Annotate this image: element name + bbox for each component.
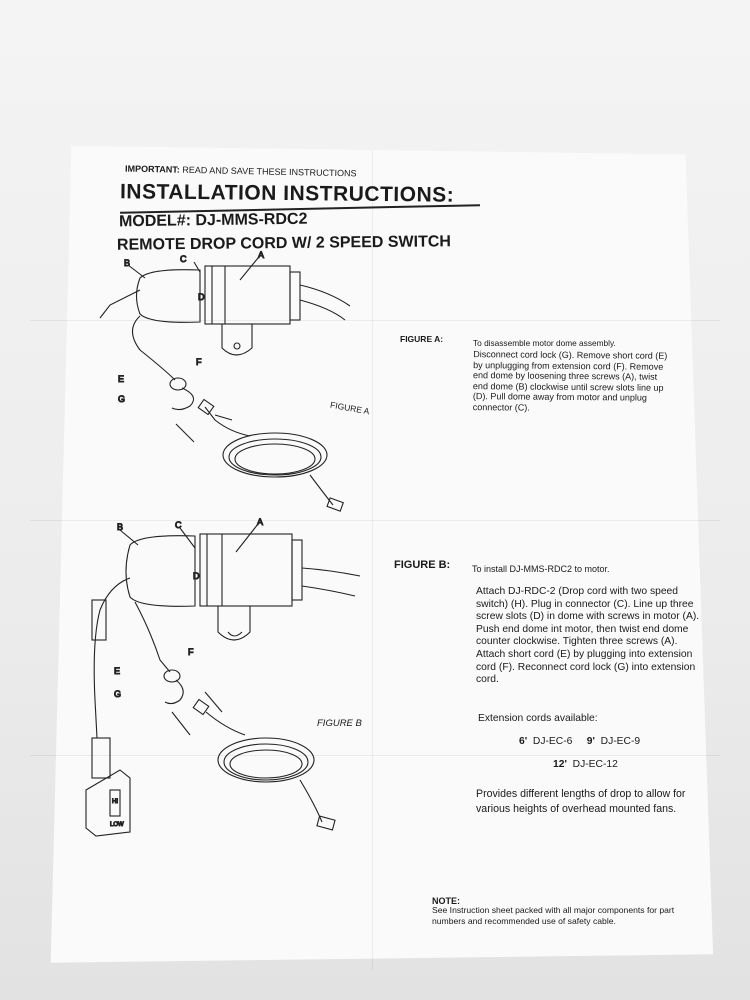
- motor-mount-bracket: [217, 606, 251, 641]
- extension-cords-row-1: 6' DJ-EC-6 9' DJ-EC-9: [519, 736, 641, 747]
- extension-plug: [316, 815, 336, 831]
- motor-shaft-cord: [299, 284, 351, 321]
- part-label-a: A: [258, 250, 264, 260]
- part-label-d: D: [193, 571, 200, 581]
- fold-line: [30, 755, 720, 756]
- figure-b-description: To install DJ-MMS-RDC2 to motor.: [472, 564, 610, 574]
- coiled-extension-cord: [222, 432, 328, 478]
- figure-b-label: FIGURE B:: [394, 559, 451, 571]
- short-cord-b: [134, 601, 171, 673]
- arrow: [171, 711, 191, 736]
- arrow: [204, 691, 223, 713]
- part-label-e: E: [114, 666, 120, 676]
- cord-lock-clip: [171, 387, 195, 411]
- fold-line: [30, 320, 720, 321]
- plug-connector: [163, 669, 181, 683]
- instruction-sheet: [50, 145, 714, 963]
- figure-a-label: FIGURE A:: [400, 334, 444, 344]
- figure-a-drawing: [99, 257, 351, 512]
- motor-body: [199, 533, 293, 607]
- extension-cord-end: [204, 406, 251, 437]
- drop-cord: [93, 577, 131, 739]
- short-cord-a: [131, 315, 176, 381]
- motor-shaft-cord: [301, 567, 361, 597]
- part-label-d: D: [198, 292, 205, 302]
- extension-cords-title: Extension cords available:: [478, 713, 598, 724]
- part-label-b: B: [124, 258, 130, 268]
- switch-label-hi: HI: [112, 799, 118, 805]
- fold-line: [372, 150, 373, 970]
- part-label-g: G: [114, 689, 121, 699]
- motor-mount-bracket: [221, 324, 253, 356]
- part-label-b: B: [117, 522, 123, 532]
- extension-cord-end: [205, 711, 246, 736]
- extension-plug: [326, 497, 344, 512]
- figure-b-drawing: [85, 523, 361, 837]
- switch-cord-sleeve: [91, 737, 111, 779]
- figure-a-description: To disassemble motor dome assembly.: [473, 338, 616, 348]
- speed-switch-toggle: [109, 789, 121, 817]
- part-label-g: G: [118, 394, 125, 404]
- arrow: [175, 423, 195, 443]
- motor-body: [204, 265, 291, 325]
- part-label-c: C: [180, 254, 187, 264]
- cord-lock-wire: [99, 289, 141, 319]
- arrow: [214, 414, 233, 421]
- note-label: NOTE:: [432, 896, 460, 906]
- fold-line: [30, 520, 720, 521]
- part-label-a: A: [257, 517, 263, 527]
- part-label-e: E: [118, 374, 124, 384]
- extension-cords-row-2: 12' DJ-EC-12: [553, 759, 618, 770]
- figure-b-caption: FIGURE B: [317, 718, 362, 729]
- motor-end-dome: [125, 535, 196, 607]
- motor-end-dome: [135, 269, 201, 323]
- switch-label-low: LOW: [110, 822, 124, 828]
- part-label-f: F: [188, 647, 194, 657]
- provides-text: Provides different lengths of drop to al…: [476, 788, 686, 816]
- plug-connector: [169, 377, 187, 391]
- two-speed-switch-box: [85, 769, 131, 837]
- part-label-f: F: [196, 357, 202, 367]
- coiled-extension-cord: [217, 737, 315, 783]
- cord-connector: [91, 599, 107, 641]
- cord-lock-clip: [164, 679, 184, 705]
- part-label-c: C: [175, 520, 182, 530]
- note-body: See Instruction sheet packed with all ma…: [432, 905, 675, 926]
- figure-b-instructions: Attach DJ-RDC-2 (Drop cord with two spee…: [476, 586, 700, 686]
